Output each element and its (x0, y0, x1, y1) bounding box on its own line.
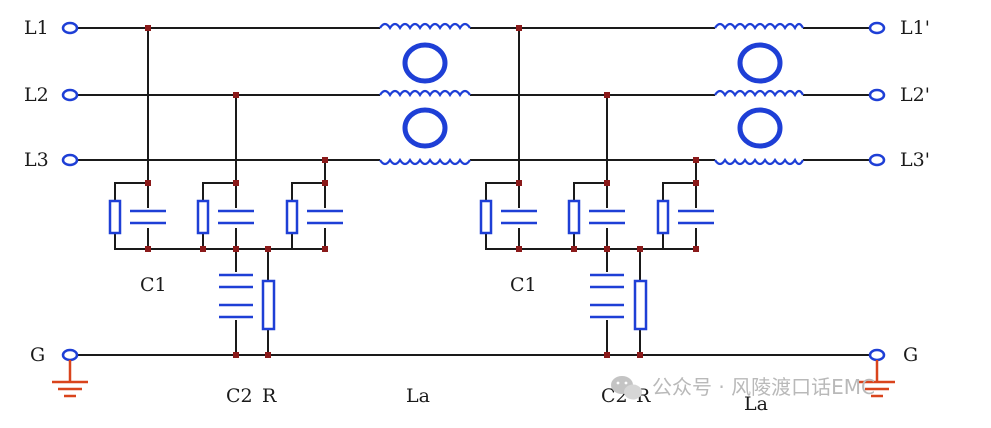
terminal-l3-in (61, 153, 79, 167)
terminals (61, 21, 886, 362)
resistor (261, 279, 276, 331)
label-stage1-c1: C1 (140, 274, 167, 296)
terminal-g-in (61, 348, 79, 362)
capacitor (307, 208, 345, 228)
label-stage1-r: R (262, 385, 277, 407)
capacitor (589, 208, 627, 228)
choke-winding (714, 22, 804, 31)
labels: L1 L2 L3 G L1' L2' L3' G C1 C2 R La C1 C… (24, 17, 930, 415)
label-l2-out: L2' (900, 84, 930, 106)
choke-stage2 (714, 22, 804, 166)
label-stage1-la: La (406, 385, 430, 407)
resistor (633, 279, 648, 331)
choke-winding (714, 157, 804, 166)
label-stage1-c2: C2 (226, 385, 253, 407)
resistor (479, 199, 493, 235)
choke-winding (379, 22, 471, 31)
choke-winding (379, 157, 471, 166)
terminal-l3-out (868, 153, 886, 167)
terminal-l2-out (868, 88, 886, 102)
label-g-in: G (30, 344, 45, 366)
label-l2-in: L2 (24, 84, 49, 106)
resistor (285, 199, 299, 235)
terminal-l2-in (61, 88, 79, 102)
choke-core (737, 42, 783, 84)
choke-core (402, 42, 448, 84)
watermark: 公众号 · 风陵渡口话EMC (611, 375, 875, 400)
label-stage2-la: La (744, 393, 768, 415)
resistor (196, 199, 210, 235)
capacitor (590, 272, 626, 320)
choke-core (402, 107, 448, 149)
choke-winding (379, 89, 471, 98)
resistor (656, 199, 670, 235)
label-stage2-c1: C1 (510, 274, 537, 296)
terminal-l1-out (868, 21, 886, 35)
resistor (108, 199, 122, 235)
capacitor (130, 208, 168, 228)
ground-icon (859, 360, 895, 398)
junction-nodes (145, 25, 699, 358)
terminal-l1-in (61, 21, 79, 35)
capacitor (219, 272, 255, 320)
stage2-components (479, 199, 716, 331)
terminal-g-out (868, 348, 886, 362)
capacitor (501, 208, 539, 228)
choke-stage1 (379, 22, 471, 166)
capacitor (678, 208, 716, 228)
wechat-icon (611, 376, 642, 400)
choke-winding (714, 89, 804, 98)
capacitor (218, 208, 256, 228)
watermark-text: 公众号 · 风陵渡口话EMC (652, 375, 875, 399)
label-g-out: G (903, 344, 918, 366)
stage1-components (108, 199, 345, 331)
label-l3-out: L3' (900, 149, 930, 171)
label-l1-in: L1 (24, 17, 49, 39)
ground-icon (52, 360, 88, 398)
resistor (567, 199, 581, 235)
label-l3-in: L3 (24, 149, 49, 171)
choke-core (737, 107, 783, 149)
label-l1-out: L1' (900, 17, 930, 39)
